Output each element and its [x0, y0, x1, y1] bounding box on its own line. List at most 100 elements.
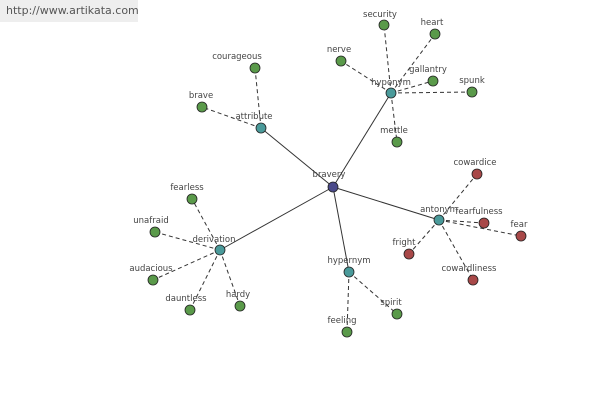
node-attribute-dot[interactable]: [255, 122, 267, 134]
node-layer: security heart nerve gallantry spunk mettle hy…: [129, 10, 528, 338]
node-cowardliness-dot[interactable]: [467, 274, 479, 286]
edge-hyponym-mettle: [390, 92, 398, 143]
node-feeling-label: feeling: [328, 316, 357, 326]
node-spirit-dot[interactable]: [391, 308, 403, 320]
node-courageous-dot[interactable]: [249, 62, 261, 74]
node-antonym-label: antonym: [420, 205, 458, 215]
node-bravery-dot[interactable]: [327, 181, 339, 193]
node-fear-dot[interactable]: [515, 230, 527, 242]
node-hyponym-dot[interactable]: [385, 87, 397, 99]
node-heart-label: heart: [421, 18, 444, 28]
edge-bravery-hyponym: [332, 92, 392, 188]
node-nerve[interactable]: nerve: [327, 45, 351, 67]
node-cowardice-label: cowardice: [453, 158, 496, 168]
node-heart[interactable]: heart: [421, 18, 444, 40]
node-fright[interactable]: fright: [393, 238, 417, 260]
node-mettle[interactable]: mettle: [380, 126, 408, 148]
node-antonym-dot[interactable]: [433, 214, 445, 226]
node-security[interactable]: security: [363, 10, 397, 31]
edge-bravery-hypernym: [332, 186, 350, 273]
node-fearfulness-label: fearfulness: [455, 207, 503, 217]
node-bravery-label: bravery: [313, 170, 346, 180]
edge-layer: [152, 24, 522, 333]
node-antonym[interactable]: antonym: [420, 205, 458, 226]
edge-derivation-hardy: [219, 249, 241, 307]
url-banner[interactable]: http://www.artikata.com: [0, 0, 139, 22]
node-hardy[interactable]: hardy: [226, 290, 250, 312]
node-mettle-dot[interactable]: [391, 136, 403, 148]
node-fright-label: fright: [393, 238, 417, 248]
node-cowardice-dot[interactable]: [471, 168, 483, 180]
node-audacious-dot[interactable]: [147, 274, 159, 286]
node-cowardliness-label: cowardliness: [442, 264, 498, 274]
node-spunk-dot[interactable]: [466, 86, 478, 98]
node-spunk[interactable]: spunk: [459, 76, 485, 98]
node-spirit[interactable]: spirit: [380, 298, 403, 320]
edge-derivation-unafraid: [154, 231, 221, 251]
edge-bravery-antonym: [332, 186, 440, 221]
node-cowardliness[interactable]: cowardliness: [442, 264, 498, 286]
node-feeling-dot[interactable]: [341, 326, 353, 338]
node-cowardice[interactable]: cowardice: [453, 158, 497, 180]
node-derivation-dot[interactable]: [214, 244, 226, 256]
node-hardy-label: hardy: [226, 290, 250, 300]
edge-bravery-attribute: [260, 127, 334, 188]
edge-antonym-cowardice: [438, 173, 478, 221]
node-nerve-label: nerve: [327, 45, 351, 55]
node-attribute[interactable]: attribute: [235, 112, 273, 134]
node-courageous[interactable]: courageous: [212, 52, 262, 74]
node-brave-label: brave: [189, 91, 213, 101]
node-hyponym-label: hyponym: [371, 78, 411, 88]
node-fearless-dot[interactable]: [186, 193, 198, 205]
edge-hyponym-heart: [390, 33, 436, 94]
node-brave-dot[interactable]: [196, 101, 208, 113]
node-hypernym-dot[interactable]: [343, 266, 355, 278]
node-gallantry-label: gallantry: [409, 65, 447, 75]
node-unafraid-label: unafraid: [133, 216, 168, 226]
node-hypernym-label: hypernym: [327, 256, 370, 266]
edge-attribute-brave: [201, 106, 262, 129]
node-fearless[interactable]: fearless: [170, 183, 204, 205]
edge-antonym-fearfulness: [438, 219, 485, 224]
edge-hypernym-spirit: [348, 271, 398, 315]
node-nerve-dot[interactable]: [335, 55, 347, 67]
node-fearless-label: fearless: [170, 183, 204, 193]
node-brave[interactable]: brave: [189, 91, 213, 113]
node-gallantry-dot[interactable]: [427, 75, 439, 87]
node-dauntless-label: dauntless: [165, 294, 207, 304]
node-gallantry[interactable]: gallantry: [409, 65, 447, 87]
edge-attribute-courageous: [254, 67, 262, 129]
node-courageous-label: courageous: [212, 52, 262, 62]
node-fearfulness[interactable]: fearfulness: [455, 207, 503, 229]
node-derivation-label: derivation: [192, 235, 235, 245]
node-hardy-dot[interactable]: [234, 300, 246, 312]
node-heart-dot[interactable]: [429, 28, 441, 40]
node-fearfulness-dot[interactable]: [478, 217, 490, 229]
edge-derivation-fearless: [191, 198, 221, 251]
node-hyponym[interactable]: hyponym: [371, 78, 411, 99]
node-fear-label: fear: [511, 220, 528, 230]
node-dauntless-dot[interactable]: [184, 304, 196, 316]
node-audacious-label: audacious: [129, 264, 173, 274]
node-fear[interactable]: fear: [511, 220, 528, 242]
node-feeling[interactable]: feeling: [328, 316, 357, 338]
node-fright-dot[interactable]: [403, 248, 415, 260]
node-bravery[interactable]: bravery: [313, 170, 346, 193]
edge-hypernym-feeling: [346, 271, 350, 333]
node-spunk-label: spunk: [459, 76, 485, 86]
edge-bravery-derivation: [219, 186, 334, 251]
node-hypernym[interactable]: hypernym: [327, 256, 371, 278]
edge-hyponym-security: [383, 24, 392, 94]
node-security-dot[interactable]: [378, 19, 390, 31]
edge-antonym-cowardliness: [438, 219, 474, 281]
node-spirit-label: spirit: [380, 298, 402, 308]
node-attribute-label: attribute: [235, 112, 272, 122]
node-audacious[interactable]: audacious: [129, 264, 173, 286]
node-unafraid[interactable]: unafraid: [133, 216, 169, 238]
node-derivation[interactable]: derivation: [192, 235, 236, 256]
node-unafraid-dot[interactable]: [149, 226, 161, 238]
edge-hyponym-spunk: [390, 91, 473, 94]
node-dauntless[interactable]: dauntless: [165, 294, 207, 316]
